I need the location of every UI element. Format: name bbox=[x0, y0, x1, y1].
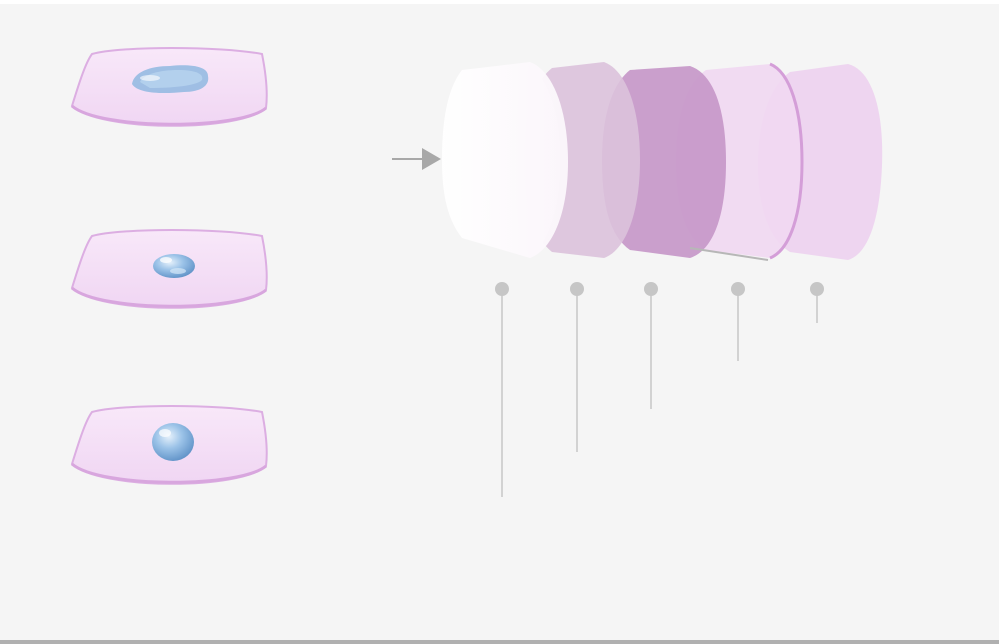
callout-5 bbox=[810, 282, 824, 323]
callout-1 bbox=[495, 282, 509, 497]
layer-5-rim bbox=[769, 62, 804, 260]
droplet-bead-icon bbox=[152, 423, 194, 461]
layer-4-shadow bbox=[689, 247, 769, 261]
layer-stack bbox=[442, 62, 883, 261]
droplet-spread-icon bbox=[132, 65, 209, 94]
callout-3 bbox=[644, 282, 658, 409]
layer-1 bbox=[442, 62, 568, 258]
bottom-border bbox=[0, 640, 999, 644]
plate-2 bbox=[70, 229, 268, 309]
callout-4 bbox=[731, 282, 745, 361]
plate-3-edge bbox=[71, 462, 267, 484]
plate-1 bbox=[70, 47, 268, 127]
plate-1-edge bbox=[71, 104, 267, 126]
plate-3 bbox=[70, 405, 268, 485]
droplet-partial-icon bbox=[153, 254, 195, 278]
plate-2-edge bbox=[71, 286, 267, 308]
callout-2 bbox=[570, 282, 584, 452]
arrow-right-icon bbox=[392, 148, 441, 170]
